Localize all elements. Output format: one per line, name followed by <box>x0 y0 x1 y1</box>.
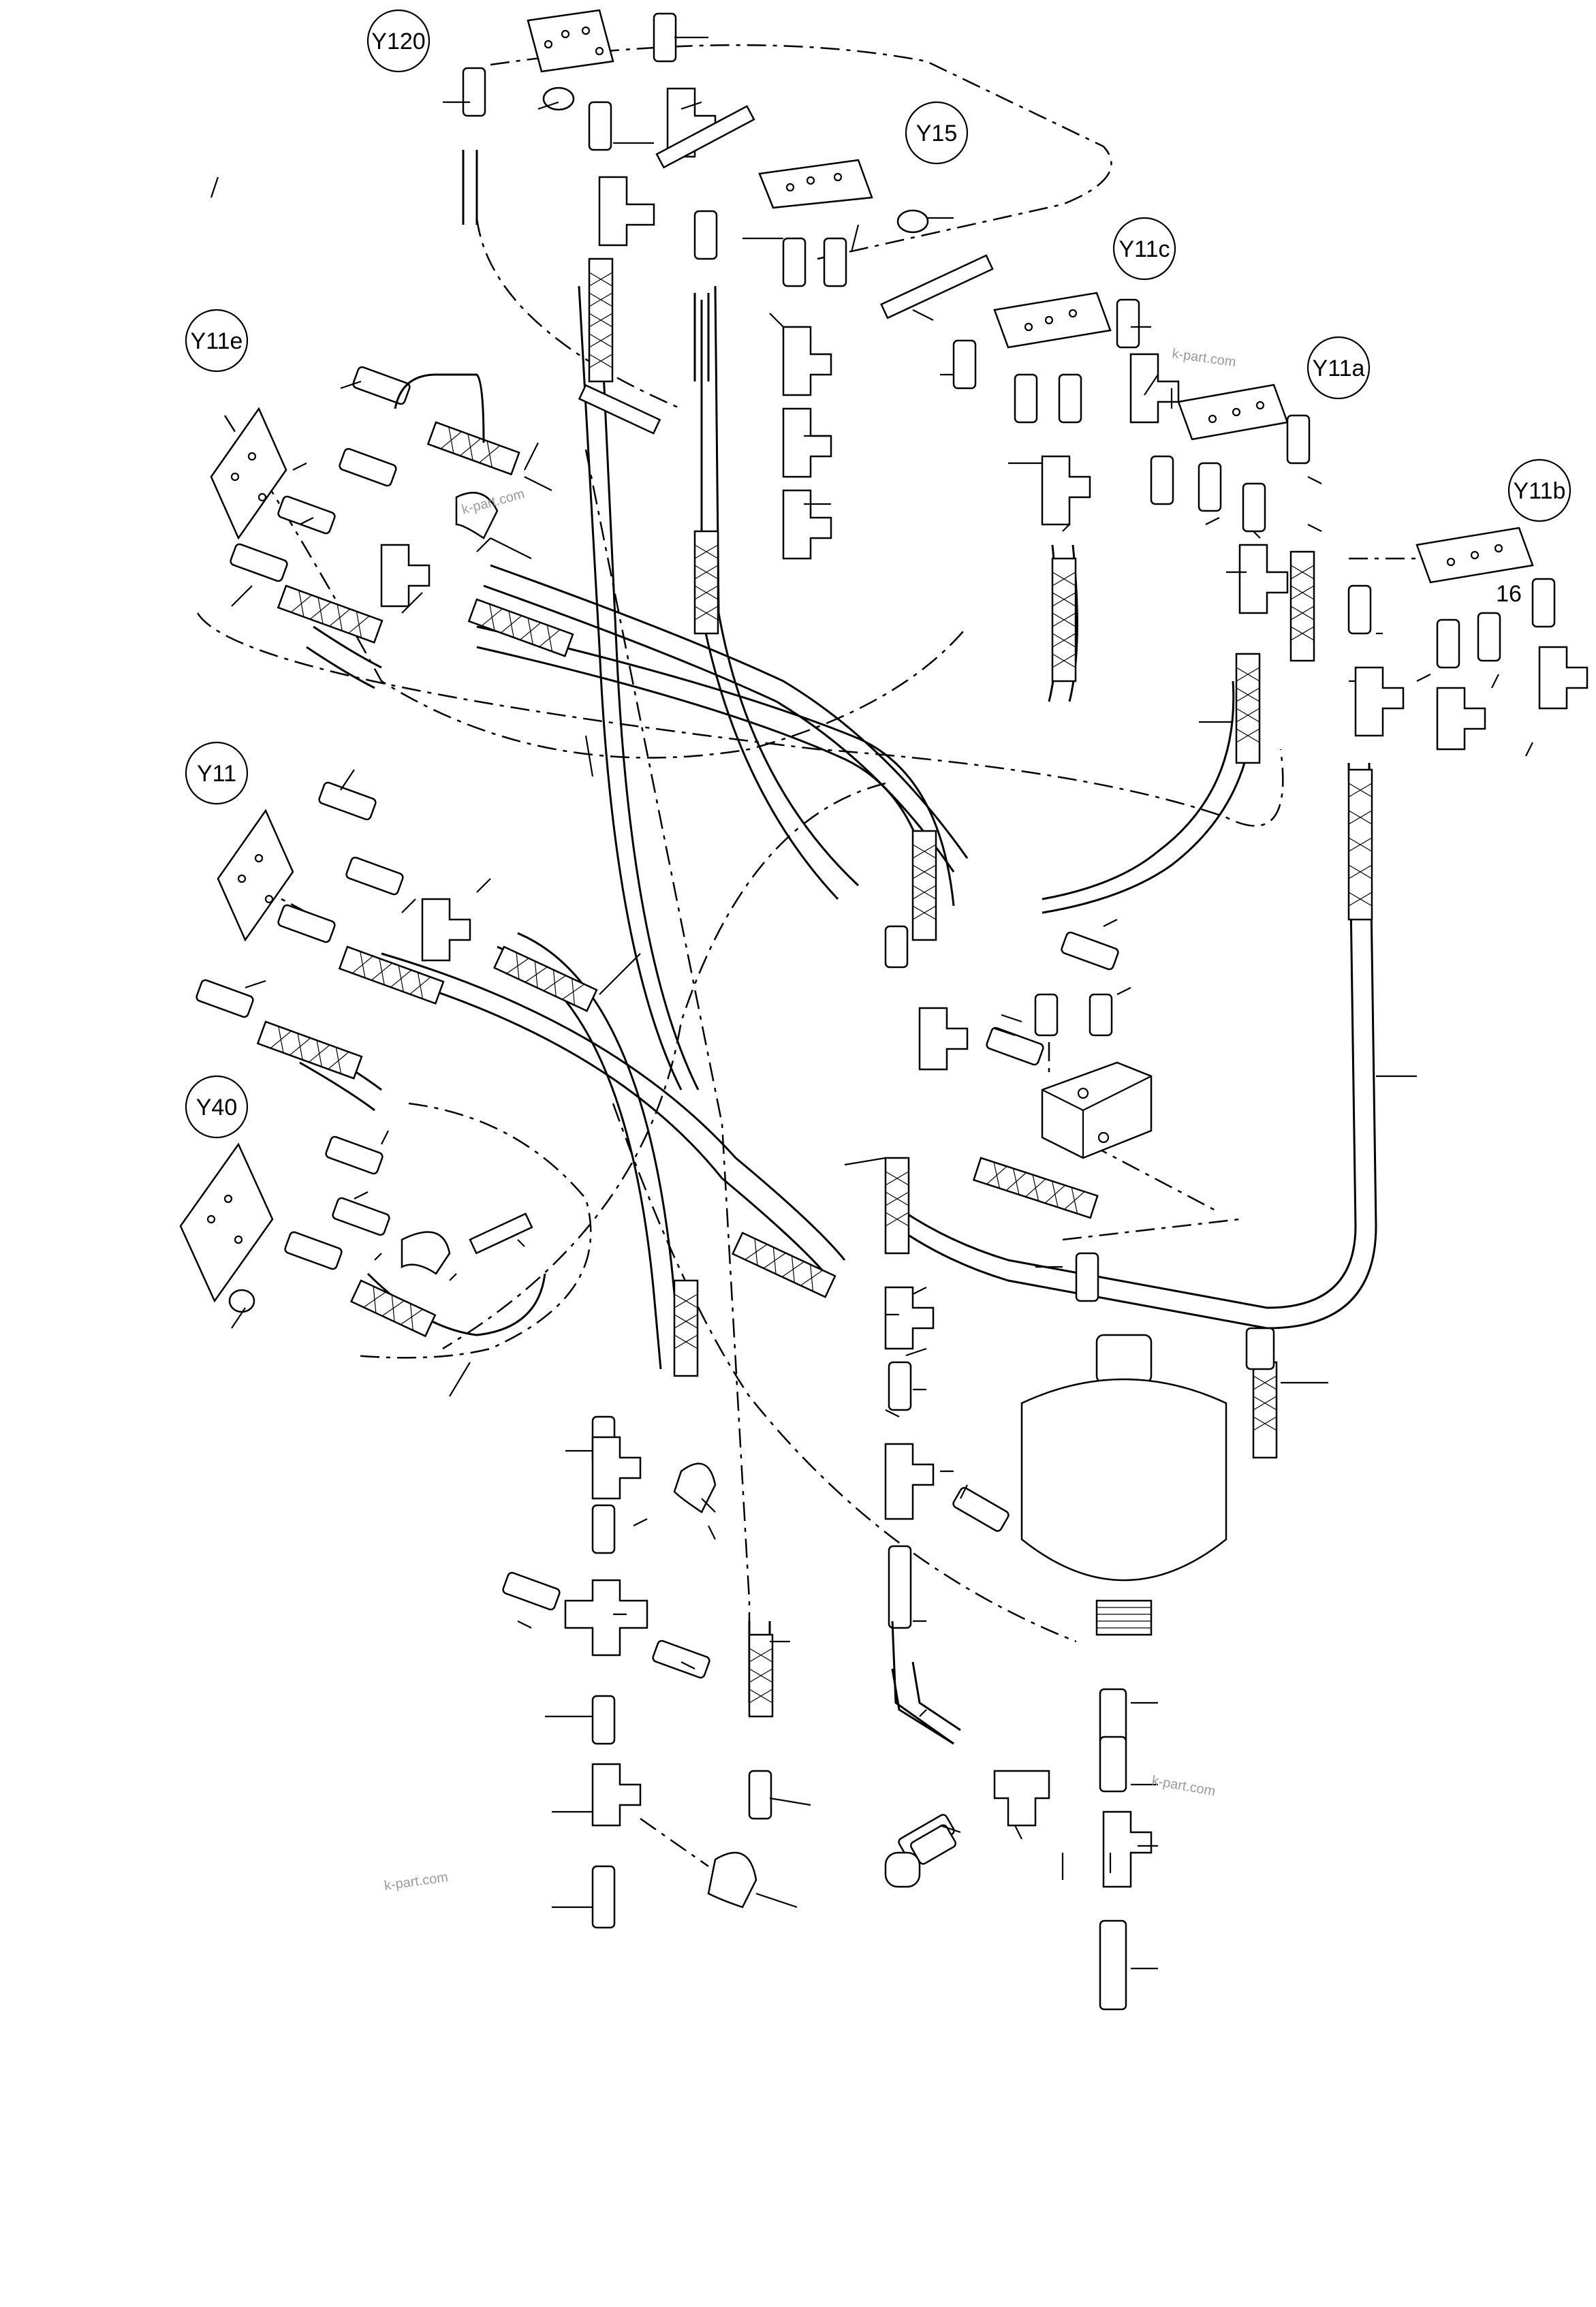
callout-y120: Y120 <box>366 9 431 73</box>
watermark-4: k-part.com <box>384 1870 450 1894</box>
elbow-fitting-2 <box>707 1851 757 1909</box>
callout-y40-text: Y40 <box>196 1095 238 1120</box>
manifold-plate-y120 <box>527 9 614 73</box>
callout-y15: Y15 <box>905 101 969 165</box>
callout-y11-text: Y11 <box>197 761 236 787</box>
callout-y11a: Y11a <box>1306 336 1371 400</box>
hose-assemblies <box>299 150 1377 1745</box>
callout-y11a-text: Y11a <box>1313 356 1365 381</box>
rigid-tubes <box>394 105 994 1745</box>
dashed-connection-lines <box>196 44 1417 1868</box>
braided-hose-segments <box>256 257 1373 1718</box>
watermark-3: k-part.com <box>1151 1773 1217 1799</box>
manifold-plate-y11e <box>210 407 287 540</box>
accumulator <box>1020 1334 1227 1636</box>
plug-cap-2 <box>896 209 929 234</box>
callout-16-text: 16 <box>1496 581 1522 607</box>
valve-block <box>1041 1061 1153 1159</box>
elbow-fitting-4 <box>455 492 499 539</box>
callout-y120-text: Y120 <box>371 29 425 54</box>
callout-y11: Y11 <box>185 741 249 805</box>
callout-y40: Y40 <box>185 1075 249 1139</box>
callout-y11e: Y11e <box>185 309 249 373</box>
callout-y11b-text: Y11b <box>1514 478 1566 504</box>
component-callouts: Y120 Y15 Y11c Y11e Y11a Y11b Y11 Y40 <box>185 9 1571 1139</box>
manifold-plate-y40 <box>179 1142 274 1303</box>
callout-y11c-text: Y11c <box>1119 236 1170 262</box>
elbow-fitting-1 <box>401 1231 451 1275</box>
manifold-plate-y15 <box>758 159 873 209</box>
leader-lines <box>210 36 1533 1970</box>
watermark-1: k-part.com <box>1171 346 1237 370</box>
callout-y11e-text: Y11e <box>191 328 243 354</box>
callout-y15-text: Y15 <box>916 121 958 146</box>
elbow-fitting-3 <box>673 1462 717 1513</box>
manifold-plate-y11b <box>1415 527 1534 584</box>
test-point-coupling <box>884 1824 957 1888</box>
vertical-fittings <box>462 12 1556 2011</box>
plug-cap-3 <box>228 1289 255 1313</box>
cross-fitting <box>564 1579 648 1657</box>
callout-y11c: Y11c <box>1112 217 1176 281</box>
manifold-plate-y11 <box>217 809 294 942</box>
fittings <box>195 12 1589 2011</box>
manifold-plates <box>179 9 1534 1303</box>
tee-fittings <box>380 87 1589 1888</box>
callout-y11b: Y11b <box>1507 458 1571 522</box>
